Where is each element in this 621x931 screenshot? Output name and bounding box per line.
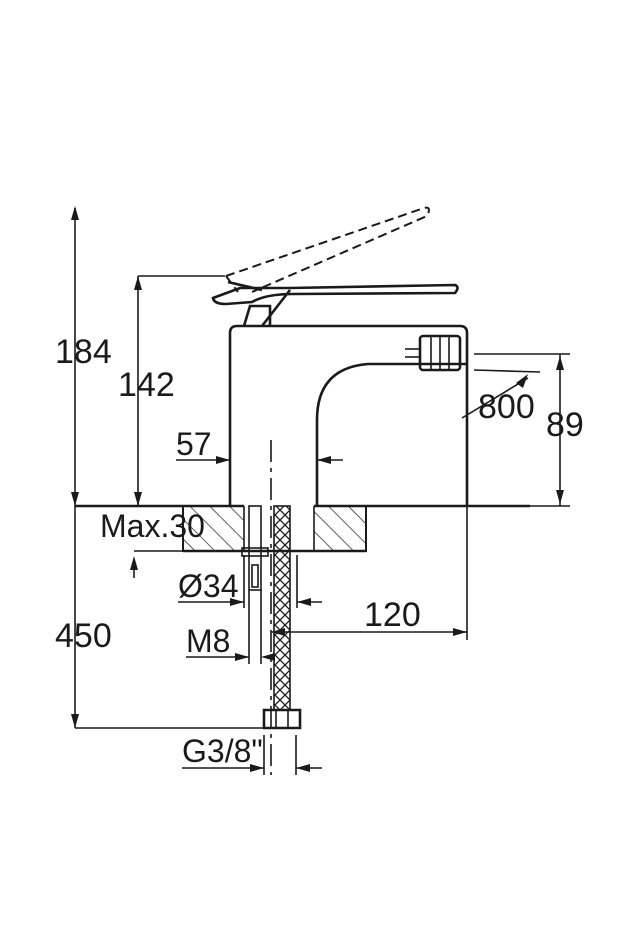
mounting-stud [241, 505, 269, 591]
faucet-body [228, 289, 469, 505]
dim-label-m8: M8 [186, 623, 230, 659]
dim-label-g3-8: G3/8" [182, 733, 263, 769]
dim-label-184: 184 [55, 333, 112, 371]
dim-label-max-30: Max.30 [100, 508, 205, 544]
handle-lever [211, 280, 459, 306]
flexible-hose [262, 505, 302, 730]
aerator-nozzle [405, 334, 462, 372]
dim-label-450: 450 [55, 617, 112, 655]
dim-label-120: 120 [364, 596, 421, 634]
dim-label-57: 57 [176, 426, 212, 462]
dimension-lines [71, 206, 570, 775]
dim-label-89: 89 [546, 406, 584, 444]
dim-label-800: 800 [478, 388, 535, 426]
dim-label-diameter-34: Ø34 [178, 568, 238, 604]
handle-lever-raised-dashed [225, 206, 430, 293]
dim-label-142: 142 [118, 366, 175, 404]
